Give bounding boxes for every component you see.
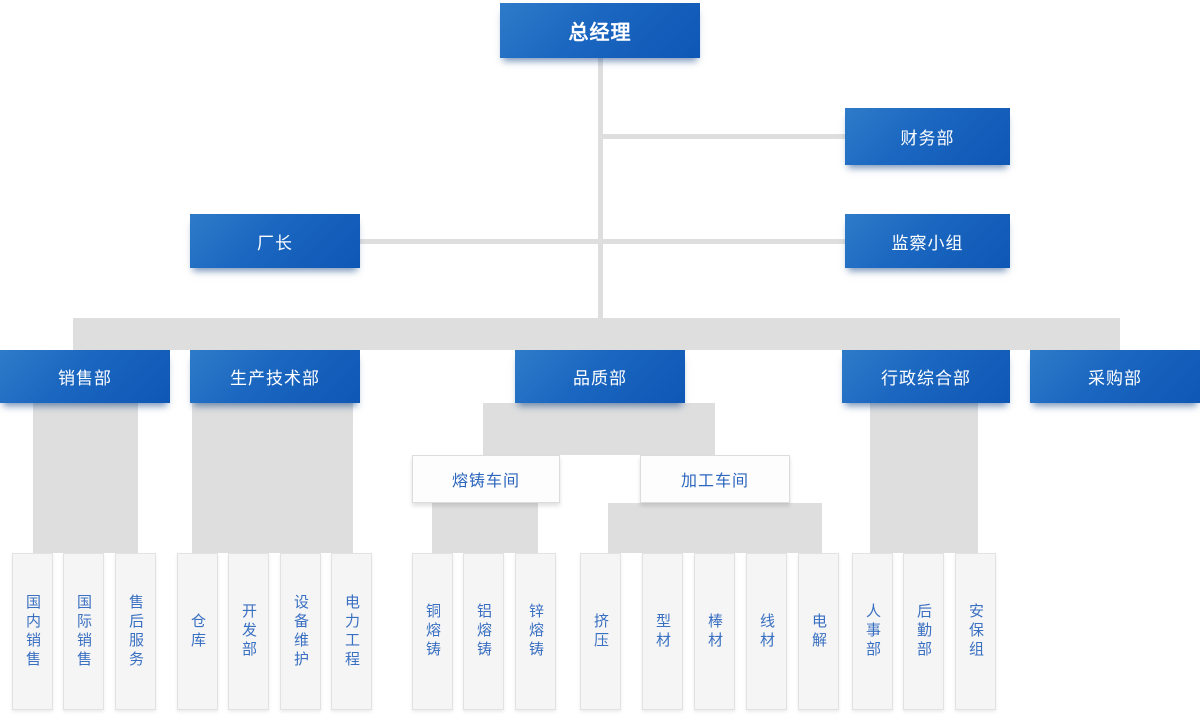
node-processing-workshop-label: 加工车间: [680, 473, 749, 490]
node-procurement-dept: 采购部: [1030, 350, 1200, 403]
node-admin-dept-label: 行政综合部: [881, 369, 971, 388]
connector-root-vertical: [598, 57, 603, 319]
leaf-domestic-sales: 国内销售: [12, 553, 53, 710]
node-finance-dept-label: 财务部: [900, 129, 955, 148]
connector-finance-horizontal: [600, 134, 845, 139]
leaf-aluminum-casting: 铝熔铸: [463, 553, 504, 710]
node-supervision-team: 监察小组: [845, 214, 1010, 268]
leaf-logistics-dept: 后勤部: [903, 553, 944, 710]
node-sales-dept-label: 销售部: [58, 369, 112, 388]
node-casting-workshop: 熔铸车间: [412, 455, 560, 503]
leaf-equipment-maintenance: 设备维护: [280, 553, 321, 710]
leaf-bars: 棒材: [694, 553, 735, 710]
node-casting-workshop-label: 熔铸车间: [451, 473, 520, 490]
leaf-electrolysis: 电解: [798, 553, 839, 710]
node-quality-dept: 品质部: [515, 350, 685, 403]
connector-block-sales: [33, 403, 138, 553]
node-production-tech-dept-label: 生产技术部: [230, 369, 320, 388]
leaf-after-sales-service: 售后服务: [115, 553, 156, 710]
leaf-profiles: 型材: [642, 553, 683, 710]
connector-block-quality: [483, 403, 715, 455]
node-finance-dept: 财务部: [845, 108, 1010, 165]
leaf-zinc-casting: 锌熔铸: [515, 553, 556, 710]
connector-main-bar: [73, 318, 1120, 350]
leaf-warehouse: 仓库: [177, 553, 218, 710]
connector-block-casting: [432, 503, 538, 553]
connector-block-processing: [608, 503, 822, 553]
leaf-hr-dept: 人事部: [852, 553, 893, 710]
connector-block-production: [192, 403, 353, 553]
node-factory-director-label: 厂长: [257, 233, 293, 253]
leaf-development-dept: 开发部: [228, 553, 269, 710]
node-general-manager-label: 总经理: [568, 22, 632, 44]
leaf-international-sales: 国际销售: [63, 553, 104, 710]
leaf-extrusion: 挤压: [580, 553, 621, 710]
leaf-copper-casting: 铜熔铸: [412, 553, 453, 710]
leaf-electrical-engineering: 电力工程: [331, 553, 372, 710]
node-quality-dept-label: 品质部: [573, 369, 627, 388]
connector-block-admin: [870, 403, 978, 553]
leaf-security-group: 安保组: [955, 553, 996, 710]
node-processing-workshop: 加工车间: [640, 455, 790, 503]
node-admin-dept: 行政综合部: [842, 350, 1010, 403]
node-general-manager: 总经理: [500, 3, 700, 58]
connector-director-supervision-horizontal: [360, 239, 845, 244]
node-sales-dept: 销售部: [0, 350, 170, 403]
node-procurement-dept-label: 采购部: [1088, 369, 1142, 388]
node-supervision-team-label: 监察小组: [891, 233, 964, 253]
node-production-tech-dept: 生产技术部: [190, 350, 360, 403]
node-factory-director: 厂长: [190, 214, 360, 268]
leaf-wires: 线材: [746, 553, 787, 710]
